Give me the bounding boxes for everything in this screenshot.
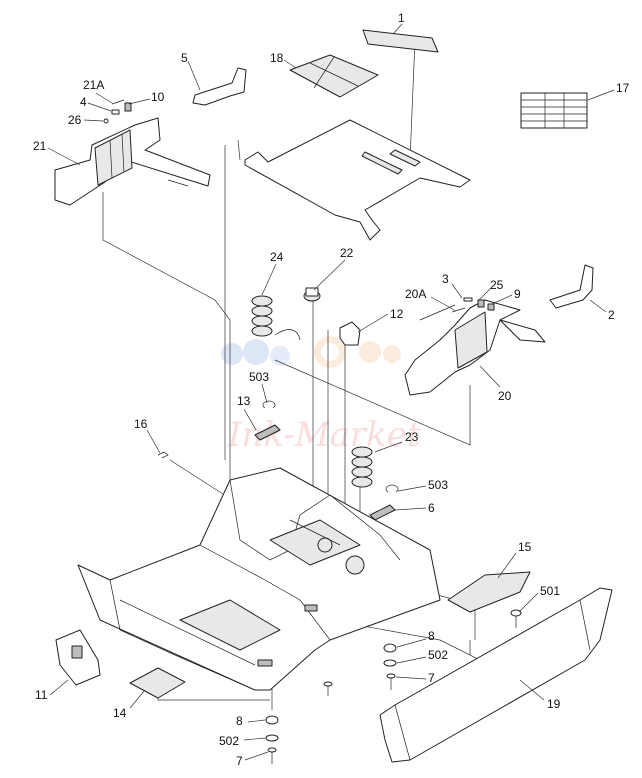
part-12-latch — [339, 321, 361, 346]
callout-2: 2 — [608, 308, 615, 322]
callout-7-right: 7 — [428, 671, 435, 685]
callout-23: 23 — [405, 430, 419, 444]
callout-24: 24 — [270, 250, 284, 264]
callout-4: 4 — [80, 95, 87, 109]
part-503-clip-lower — [385, 484, 399, 493]
callout-16: 16 — [134, 417, 148, 431]
part-15-cover — [447, 571, 531, 613]
lift-plate — [244, 119, 471, 241]
part-5-lever — [192, 67, 247, 106]
part-13-pad — [254, 424, 281, 441]
screw-center — [323, 681, 333, 696]
callout-5: 5 — [181, 51, 188, 65]
callout-8-right: 8 — [428, 629, 435, 643]
part-1-label-strip — [362, 29, 439, 53]
leader-lines — [47, 23, 615, 761]
part-24-spring — [251, 295, 301, 341]
part-18-sheet — [289, 54, 379, 98]
part-23-spring — [351, 446, 373, 488]
small-parts-3-25-20a-9 — [451, 297, 495, 313]
callout-19: 19 — [547, 697, 561, 711]
part-501-screw — [510, 609, 522, 628]
callout-13: 13 — [237, 394, 251, 408]
callout-8-bottom: 8 — [236, 714, 243, 728]
callout-18: 18 — [270, 51, 284, 65]
callout-12: 12 — [390, 307, 404, 321]
callout-501: 501 — [540, 584, 561, 598]
callout-502-bottom: 502 — [219, 734, 240, 748]
parts-8-502-7-bottom — [265, 715, 279, 764]
callout-17: 17 — [616, 81, 630, 95]
callout-502-right: 502 — [428, 648, 449, 662]
part-20-right-guide — [404, 299, 546, 396]
watermark-logo: Ink-Market — [221, 336, 421, 455]
part-2-lever — [549, 264, 594, 309]
parts-8-502-7-right — [383, 643, 397, 690]
callout-21a: 21A — [83, 78, 105, 92]
part-21-left-guide — [54, 117, 211, 206]
callout-1: 1 — [398, 11, 405, 25]
part-19-front-cover — [379, 587, 613, 763]
part-16-spring-clip — [157, 451, 169, 459]
callout-25: 25 — [490, 278, 504, 292]
callout-22: 22 — [340, 246, 354, 260]
callout-9: 9 — [514, 287, 521, 301]
callout-11: 11 — [35, 688, 48, 702]
callout-21: 21 — [33, 139, 47, 153]
part-503-clip-upper — [262, 400, 276, 409]
callout-10: 10 — [151, 90, 165, 104]
callout-503-lower: 503 — [428, 478, 449, 492]
callout-20: 20 — [498, 389, 512, 403]
callout-15: 15 — [518, 540, 532, 554]
part-17-label-grid — [520, 92, 588, 129]
small-parts-21a-4-10-26 — [103, 99, 132, 124]
callout-503-upper: 503 — [249, 370, 270, 384]
part-6-pad — [369, 504, 396, 521]
callout-3: 3 — [442, 272, 449, 286]
callout-7-bottom: 7 — [236, 754, 243, 768]
part-11-handle — [55, 629, 101, 686]
callout-26: 26 — [68, 113, 82, 127]
part-14-sheet — [129, 667, 186, 699]
callout-6: 6 — [428, 501, 435, 515]
callout-14: 14 — [113, 706, 127, 720]
paper-tray — [77, 467, 441, 691]
callout-20a: 20A — [405, 287, 427, 301]
part-22-gear — [303, 287, 321, 302]
